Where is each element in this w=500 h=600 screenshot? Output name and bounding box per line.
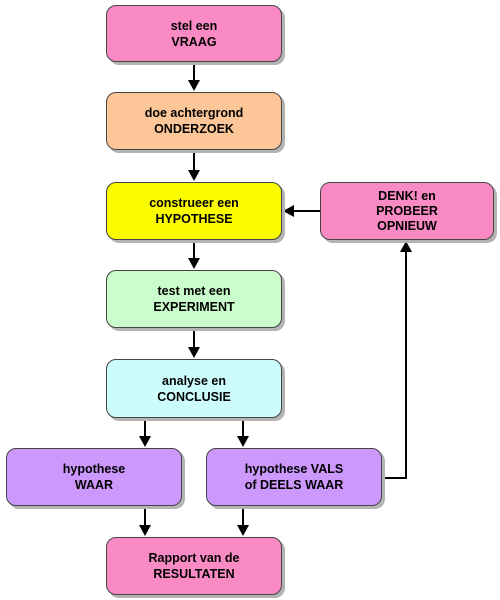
node-label: analyse en bbox=[162, 373, 226, 388]
arrowhead bbox=[188, 80, 200, 91]
node-label: Rapport van de bbox=[148, 551, 240, 565]
node-label: HYPOTHESE bbox=[155, 212, 233, 226]
node-label: EXPERIMENT bbox=[153, 300, 235, 314]
node-label: stel een bbox=[170, 18, 218, 33]
node-label: OPNIEUW bbox=[377, 218, 437, 233]
arrowhead bbox=[139, 525, 151, 536]
node-analyze-conclude: analyse en CONCLUSIE bbox=[106, 359, 282, 418]
arrowhead bbox=[237, 525, 249, 536]
node-background-research: doe achtergrond ONDERZOEK bbox=[106, 92, 282, 150]
node-label: RESULTATEN bbox=[153, 567, 235, 581]
node-label: hypothese bbox=[62, 462, 126, 476]
arrowhead bbox=[188, 170, 200, 181]
node-construct-hypothesis: construeer een HYPOTHESE bbox=[106, 182, 282, 240]
arrowhead bbox=[400, 241, 412, 252]
node-ask-question: stel een VRAAG bbox=[106, 5, 282, 62]
node-label: CONCLUSIE bbox=[157, 389, 231, 404]
node-label: DENK! en bbox=[378, 188, 436, 203]
node-test-experiment: test met een EXPERIMENT bbox=[106, 270, 282, 328]
node-report-results: Rapport van de RESULTATEN bbox=[106, 537, 282, 595]
arrowhead bbox=[188, 347, 200, 358]
arrow-false-to-think bbox=[382, 252, 407, 479]
arrowhead bbox=[283, 205, 294, 217]
node-hypothesis-true: hypothese WAAR bbox=[6, 448, 182, 506]
node-think-try-again: DENK! en PROBEER OPNIEUW bbox=[320, 182, 494, 240]
node-label: hypothese VALS bbox=[244, 462, 344, 476]
node-label: VRAAG bbox=[171, 34, 217, 49]
arrowhead bbox=[237, 436, 249, 447]
arrowhead bbox=[139, 436, 151, 447]
node-label: construeer een bbox=[149, 196, 239, 210]
arrowhead bbox=[188, 258, 200, 269]
node-label: ONDERZOEK bbox=[154, 122, 234, 136]
node-hypothesis-false: hypothese VALS of DEELS WAAR bbox=[206, 448, 382, 506]
node-label: PROBEER bbox=[376, 203, 438, 218]
node-label: WAAR bbox=[74, 478, 114, 492]
node-label: of DEELS WAAR bbox=[244, 478, 344, 492]
node-label: doe achtergrond bbox=[144, 106, 244, 120]
node-label: test met een bbox=[157, 284, 231, 298]
